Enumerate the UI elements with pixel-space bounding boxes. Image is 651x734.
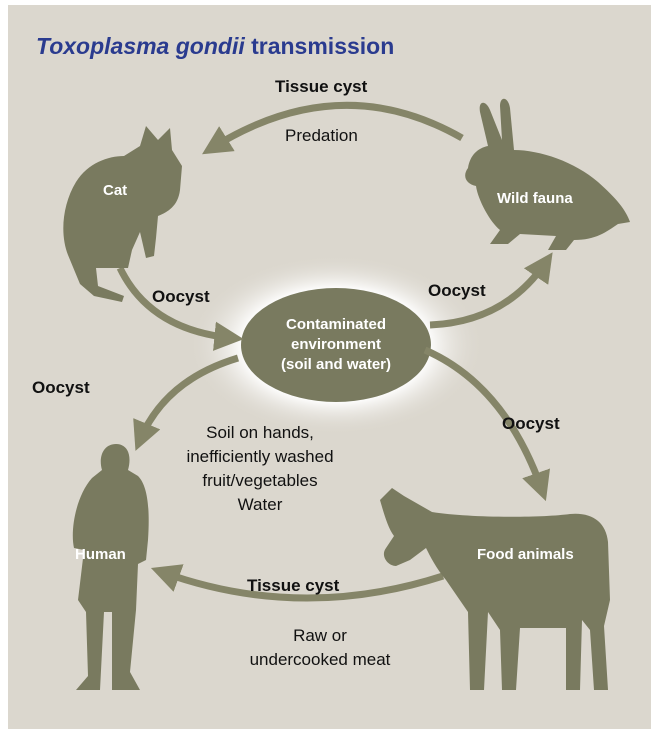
tissue-cyst-top-label: Tissue cyst [275,77,367,97]
environment-line-3: (soil and water) [241,355,431,375]
title-rest: transmission [251,33,394,59]
meat-line-1: Raw or [230,624,410,648]
oocyst-food-animals-label: Oocyst [502,414,560,434]
rabbit-silhouette [465,99,630,250]
cat-label: Cat [103,182,127,199]
food-animals-label: Food animals [477,546,574,563]
tissue-cyst-bottom-label: Tissue cyst [247,576,339,596]
human-label: Human [75,546,126,563]
diagram-title: Toxoplasma gondii transmission [36,33,394,60]
wild-fauna-label: Wild fauna [497,190,573,207]
oocyst-human-label: Oocyst [32,378,90,398]
raw-meat-note: Raw or undercooked meat [230,624,410,672]
route-line-4: Water [165,493,355,517]
environment-line-1: Contaminated [241,315,431,335]
route-line-1: Soil on hands, [165,421,355,445]
soil-on-hands-note: Soil on hands, inefficiently washed frui… [165,421,355,517]
meat-line-2: undercooked meat [230,648,410,672]
route-line-3: fruit/vegetables [165,469,355,493]
predation-label: Predation [285,124,358,148]
contaminated-environment-label: Contaminated environment (soil and water… [241,315,431,375]
human-silhouette [73,444,149,690]
environment-line-2: environment [241,335,431,355]
route-line-2: inefficiently washed [165,445,355,469]
cow-silhouette [380,488,610,690]
oocyst-cat-label: Oocyst [152,287,210,307]
oocyst-fauna-label: Oocyst [428,281,486,301]
title-species: Toxoplasma gondii [36,33,245,59]
